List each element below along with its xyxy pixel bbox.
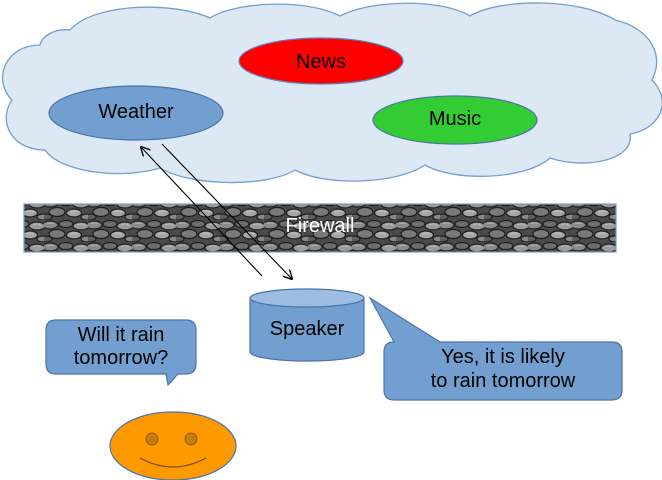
speaker-label: Speaker: [270, 318, 345, 340]
mouth: [139, 457, 207, 468]
weather-service: [48, 85, 224, 141]
question-line-1: Will it rain: [78, 324, 165, 346]
news-service: [238, 37, 404, 85]
smiley-face-icon: [109, 411, 237, 480]
speaker-top: [249, 288, 365, 308]
weather-label: Weather: [98, 101, 174, 123]
right-eye: [184, 432, 198, 446]
arrow-to-speaker: [161, 143, 292, 279]
firewall-wall: [23, 203, 617, 253]
answer-line-2: to rain tomorrow: [431, 370, 576, 392]
news-label: News: [296, 51, 346, 73]
face: [109, 411, 237, 480]
question-bubble-shape: [45, 319, 197, 387]
left-eye: [145, 432, 159, 446]
firewall-label: Firewall: [286, 215, 355, 237]
answer-bubble: Yes, it is likely to rain tomorrow: [368, 296, 623, 401]
music-service: [372, 95, 538, 145]
speaker-device: Speaker: [249, 288, 365, 362]
music-label: Music: [429, 108, 481, 130]
speaker-body: [249, 297, 365, 362]
firewall: Firewall: [23, 203, 617, 253]
answer-bubble-shape: [368, 296, 623, 401]
cloud: News Weather Music: [2, 2, 662, 184]
answer-line-1: Yes, it is likely: [441, 346, 565, 368]
arrow-to-weather: [141, 147, 263, 277]
connection-arrows: [141, 143, 292, 279]
question-bubble: Will it rain tomorrow?: [45, 319, 197, 387]
question-line-2: tomorrow?: [74, 347, 168, 369]
